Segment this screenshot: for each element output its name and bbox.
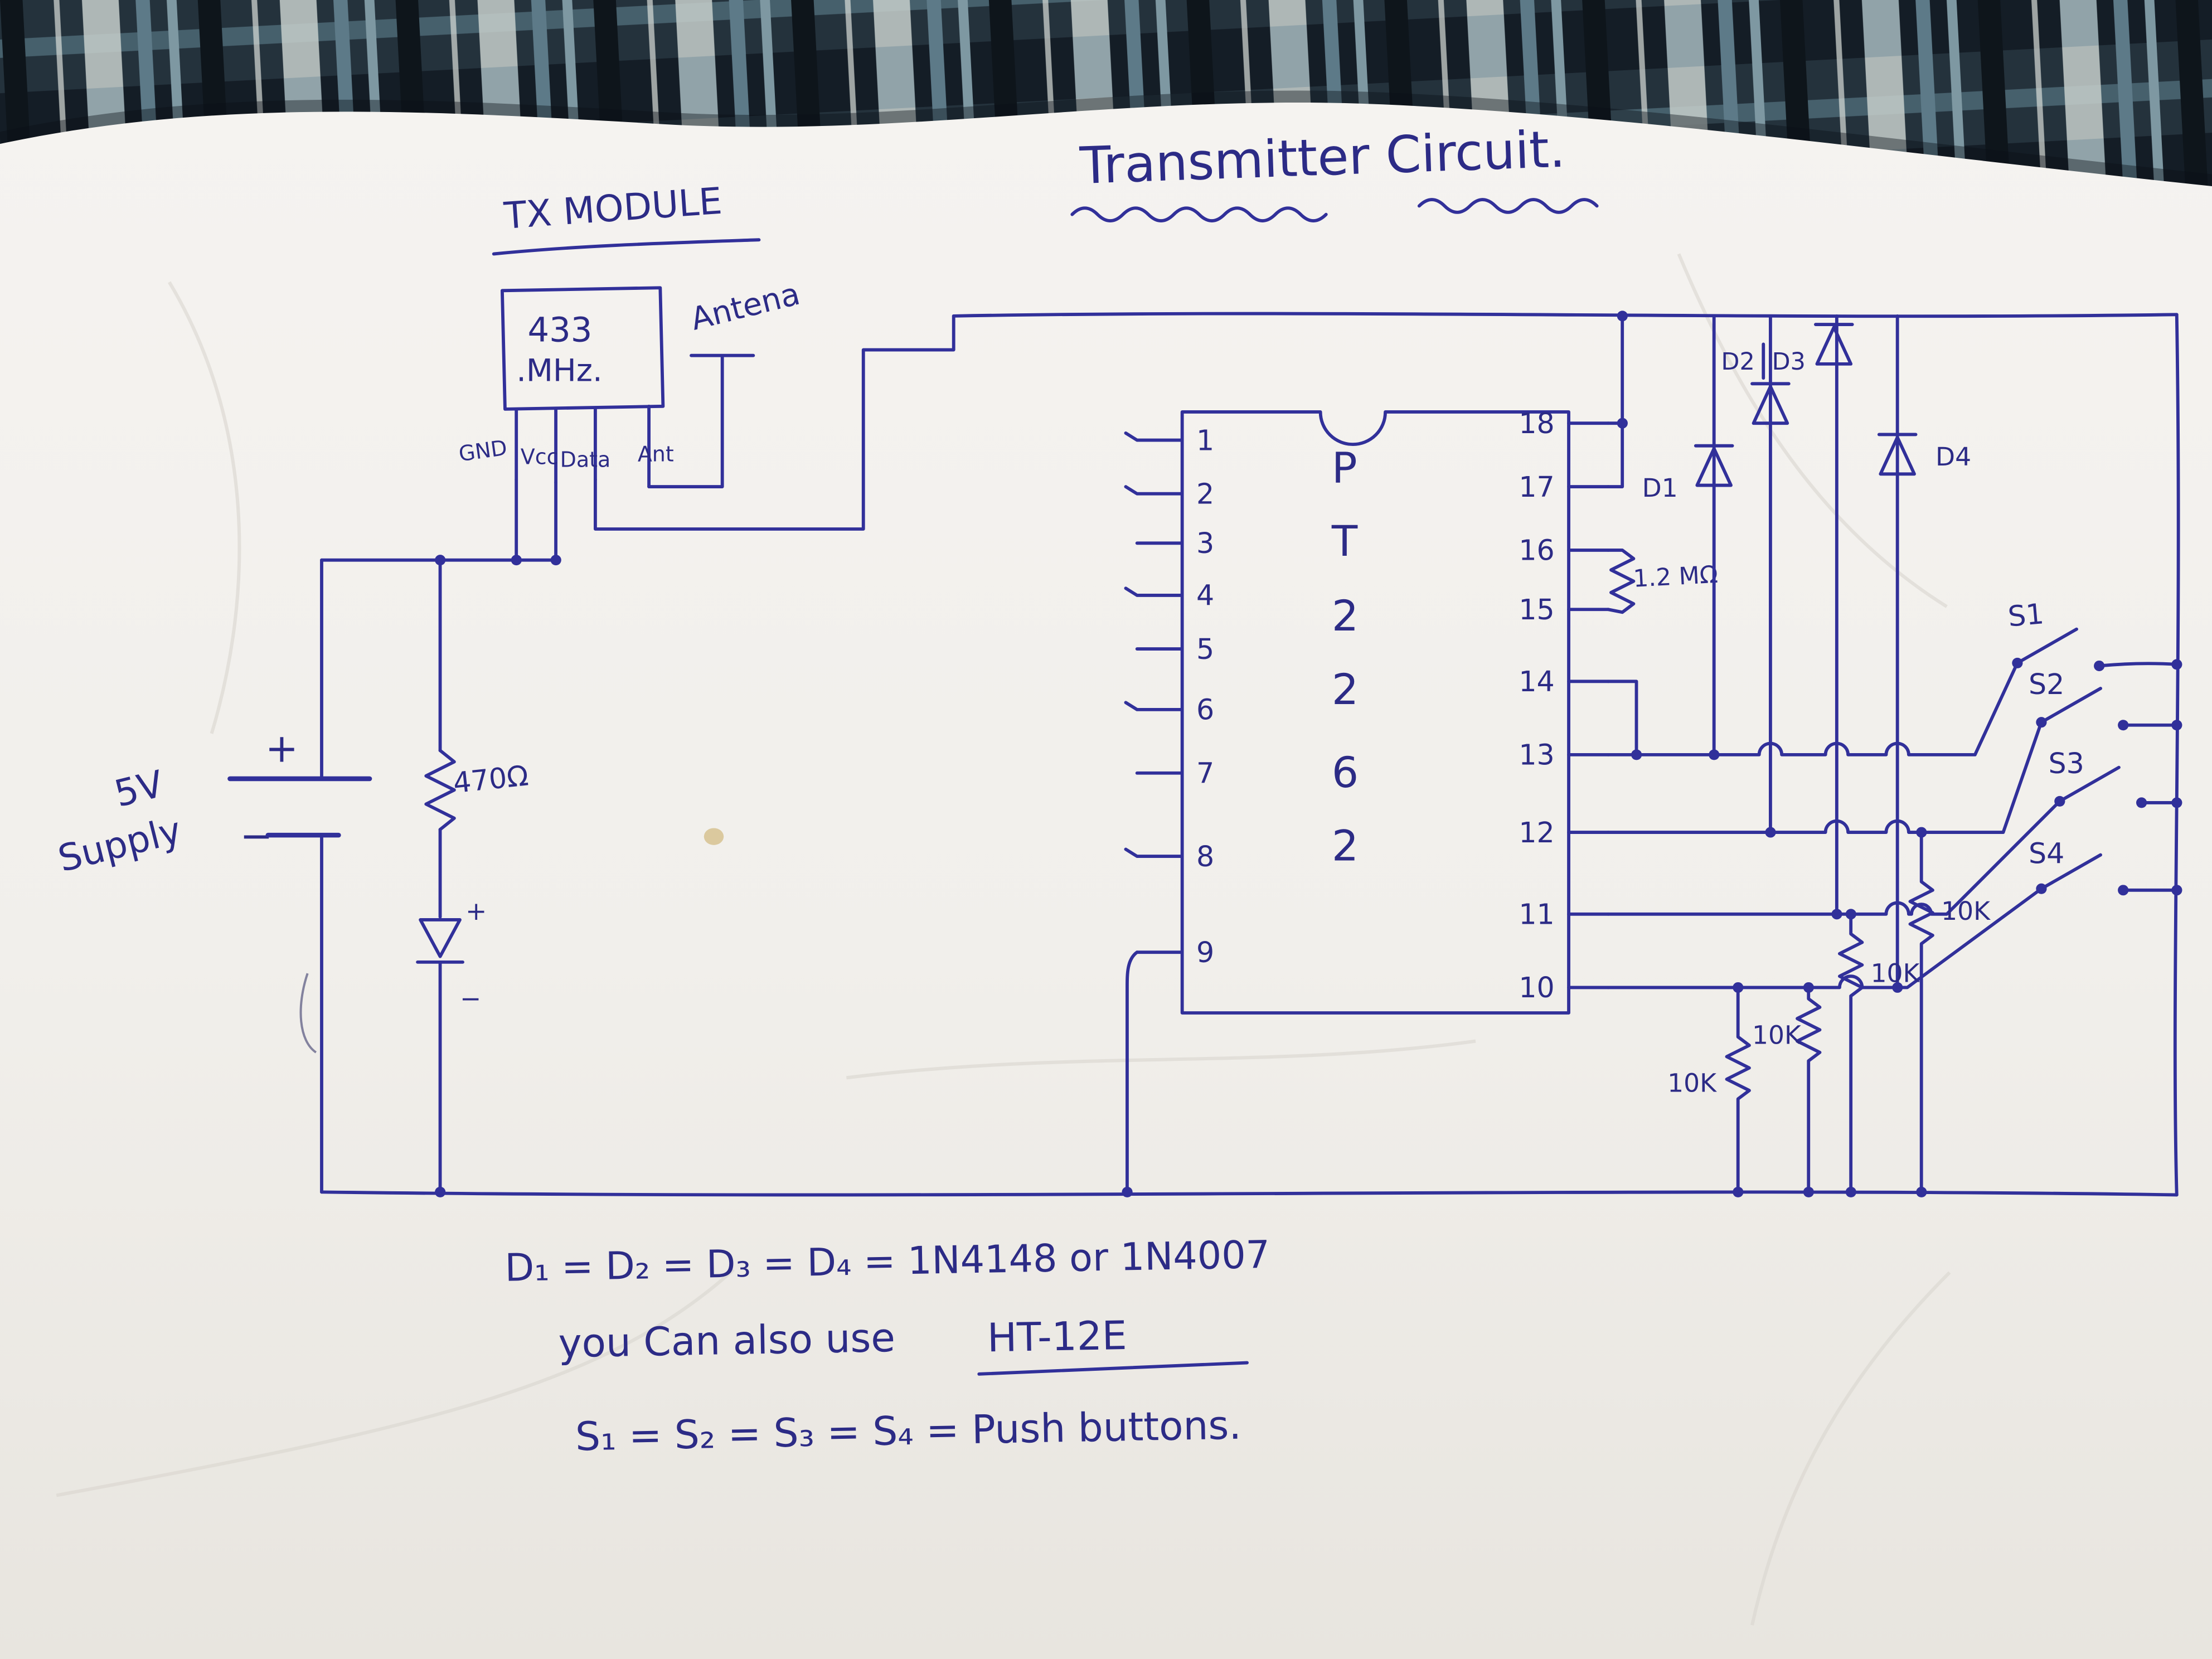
module-freq-line1: 433 xyxy=(527,311,592,350)
ic-pin-number: 9 xyxy=(1196,936,1214,969)
ic-pin-number: 11 xyxy=(1519,898,1554,931)
title-underline-squiggle-1 xyxy=(1070,206,1328,222)
resistor-10k-3 xyxy=(1838,912,1864,1194)
top-rail xyxy=(952,312,2179,318)
led-minus-label: − xyxy=(460,984,481,1013)
pulldown-resistors: 10K 10K 10K 10K xyxy=(1667,831,1991,1194)
note-ht12e-underline xyxy=(977,1361,1249,1376)
osc-resistor-block: 1.2 MΩ xyxy=(1606,549,1719,614)
resistor-10k-2 xyxy=(1796,986,1822,1194)
diode-vertical-wires xyxy=(1712,314,1899,989)
ic-pin9-ground-wire xyxy=(1126,950,1139,1194)
resistor-10k-4 xyxy=(1908,831,1934,1194)
data-wire-to-top-rail xyxy=(594,314,955,531)
diode-d1-label: D1 xyxy=(1642,473,1678,503)
ic-pin-number: 17 xyxy=(1519,470,1554,503)
diode-d3-symbol xyxy=(1813,323,1854,366)
resistor-10k-label: 10K xyxy=(1941,896,1991,926)
switch-s2-symbol xyxy=(2039,687,2179,727)
bottom-rail xyxy=(320,1190,2179,1197)
paper-creases xyxy=(56,253,1951,1626)
switch-s3-symbol xyxy=(2058,765,2179,804)
ic-name-char: 2 xyxy=(1332,665,1359,714)
ic-name-char: 2 xyxy=(1332,591,1359,641)
ic-name-char: 6 xyxy=(1332,748,1359,797)
ic-name-char: 2 xyxy=(1332,822,1359,871)
diode-d3-label: D3 xyxy=(1772,348,1806,376)
resistor-10k-label: 10K xyxy=(1752,1021,1802,1050)
paper-sheet xyxy=(0,102,2212,1659)
ic-right-pin-stubs xyxy=(1567,421,1610,989)
ic-pin-number: 12 xyxy=(1519,816,1554,849)
ic-pin-number: 10 xyxy=(1519,971,1554,1004)
switches-block: S1 S2 S3 S4 xyxy=(2006,597,2179,892)
ic-left-pin-stubs xyxy=(1124,431,1184,954)
diode-d1-symbol xyxy=(1694,444,1734,487)
ic-pt2262: 1 2 3 4 5 6 7 8 9 18 17 16 15 14 13 12 1… xyxy=(1124,407,1610,1194)
diode-d4-symbol xyxy=(1877,433,1918,476)
ic-pin-number: 6 xyxy=(1196,693,1214,726)
resistor-1m2-symbol xyxy=(1606,549,1636,614)
tx-module-box xyxy=(500,286,665,411)
ic-pin-number: 7 xyxy=(1196,756,1214,789)
junction-dots xyxy=(435,311,2182,1197)
module-pin-data-label: Data xyxy=(560,448,611,472)
resistor-470-zigzag xyxy=(424,749,456,831)
resistor-470-label: 470Ω xyxy=(452,759,530,799)
ic-pin-number: 18 xyxy=(1519,407,1554,440)
ic-name-char: T xyxy=(1331,517,1358,566)
ic-pin-number: 13 xyxy=(1519,739,1554,772)
switch-s3-label: S3 xyxy=(2048,747,2084,780)
diode-d4-label: D4 xyxy=(1936,442,1971,472)
row-wires xyxy=(1606,661,2061,989)
switch-s2-label: S2 xyxy=(2029,668,2064,701)
ic-pin-number: 3 xyxy=(1196,527,1214,560)
resistor-1m2-label: 1.2 MΩ xyxy=(1632,561,1718,593)
ic-pin-number: 1 xyxy=(1196,424,1214,457)
diode-network: D1 D2 D3 D4 xyxy=(1642,314,1971,989)
paper-stain xyxy=(704,828,724,845)
module-pin-vcc-label: Vcc xyxy=(521,445,559,469)
diode-d2-symbol xyxy=(1750,382,1791,425)
resistor-10k-1 xyxy=(1725,986,1751,1194)
ic-pin-number: 15 xyxy=(1519,593,1554,626)
switch-s1-symbol xyxy=(2015,627,2179,668)
switch-s1-label: S1 xyxy=(2006,597,2045,633)
module-freq-line2: .MHz. xyxy=(516,352,602,389)
switch-s4-label: S4 xyxy=(2029,837,2064,870)
ic-pin-number: 8 xyxy=(1196,840,1214,873)
tx-module-underline xyxy=(492,238,761,256)
module-pin-stubs xyxy=(515,404,651,488)
resistor-10k-label: 10K xyxy=(1667,1069,1717,1098)
switch-s4-symbol xyxy=(2039,853,2179,892)
ic-outline xyxy=(1180,410,1570,1015)
diode-d2-label: D2 xyxy=(1721,348,1755,376)
ic-pin-number: 5 xyxy=(1196,633,1214,666)
row-pin13-wire xyxy=(1606,661,2019,756)
ic-pin-number: 16 xyxy=(1519,534,1554,567)
supply-plus-sign: + xyxy=(265,725,298,772)
paper-edge-shadow xyxy=(0,90,2212,187)
antenna-symbol xyxy=(647,353,755,488)
ic-name-char: P xyxy=(1332,443,1357,492)
pin18-17-14-wires xyxy=(1606,314,1638,756)
led-branch: 470Ω + − xyxy=(416,558,530,1194)
row-pin12-wire xyxy=(1606,720,2043,834)
ic-pin-number: 4 xyxy=(1196,579,1214,612)
note-alt-ic-name: HT-12E xyxy=(987,1312,1127,1361)
title-underline-squiggle-2 xyxy=(1417,198,1599,214)
led-plus-label: + xyxy=(465,896,487,926)
ic-pin-number: 2 xyxy=(1196,477,1214,510)
ic-pin-number: 14 xyxy=(1519,665,1554,698)
row-pin11-wire xyxy=(1606,799,2061,916)
pen-scribble xyxy=(299,973,317,1054)
rails xyxy=(320,312,2180,1197)
note-alt-ic-prefix: you Can also use xyxy=(558,1314,896,1367)
module-pin-ant-label: Ant xyxy=(638,442,674,467)
